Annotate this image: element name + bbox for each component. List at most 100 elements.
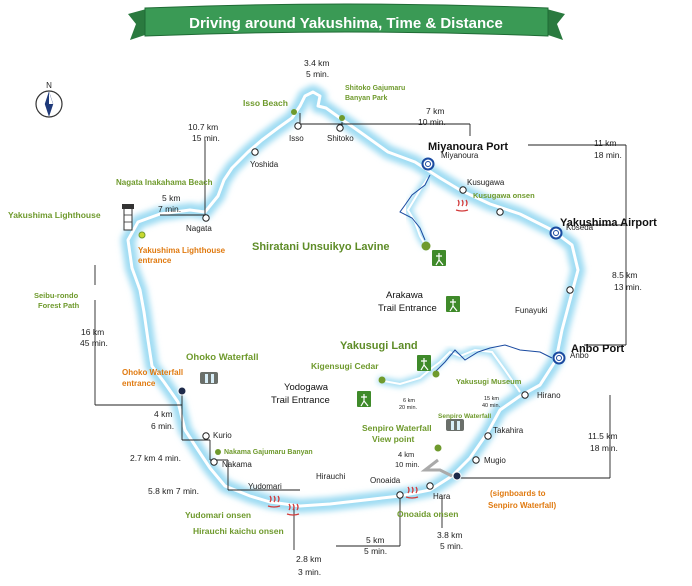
- spot-label: Kigensugi Cedar: [311, 361, 379, 371]
- distance-label: 10.7 km: [188, 122, 218, 132]
- spot-label: Yakusugi Museum: [456, 377, 522, 386]
- hiker-figures: [360, 253, 458, 407]
- distance-label: 5 km: [162, 193, 180, 203]
- spot-label: entrance: [138, 256, 172, 265]
- spot-label: Ohoko Waterfall: [186, 352, 259, 363]
- town-label: Hirauchi: [316, 472, 346, 481]
- spot-label: Shiratani Unsuikyo Lavine: [252, 241, 390, 253]
- distance-label: 40 min.: [482, 403, 501, 409]
- distance-label: 4 km: [398, 450, 414, 459]
- spot-label: Ohoko Waterfall: [122, 368, 183, 377]
- spot-label: View point: [372, 434, 415, 444]
- spot-label: Yodogawa: [284, 382, 329, 393]
- distance-label: 11.5 km: [588, 431, 618, 441]
- lighthouse-icon: [122, 204, 134, 231]
- distance-label: 3.4 km: [304, 58, 330, 68]
- distance-label: 3 min.: [298, 567, 321, 577]
- river-anbo: [434, 344, 553, 373]
- port-markers: [177, 157, 566, 481]
- town-label: Anbo: [570, 351, 589, 360]
- distance-label: 3.8 km: [437, 530, 463, 540]
- spot-label: Forest Path: [38, 301, 80, 310]
- distance-label: 2.8 km: [296, 554, 322, 564]
- spot-label: (signboards to: [490, 489, 546, 498]
- spot-label: Trail Entrance: [271, 395, 330, 406]
- town-label: Yudomari: [248, 482, 282, 491]
- distance-label: 45 min.: [80, 338, 108, 348]
- distance-label: 4 km: [154, 409, 172, 419]
- distance-label: 15 min.: [192, 133, 220, 143]
- spot-label: Yudomari onsen: [185, 510, 251, 520]
- town-label: Isso: [289, 134, 304, 143]
- spot-label: Banyan Park: [345, 95, 388, 102]
- spot-label: Senpiro Waterfall: [438, 413, 491, 420]
- spot-label: Nagata Inakahama Beach: [116, 178, 213, 187]
- spot-dots: [215, 109, 442, 455]
- port-label-airport: Yakushima Airport: [560, 217, 657, 229]
- town-label: Shitoko: [327, 134, 354, 143]
- spot-label: Yakusugi Land: [340, 340, 418, 352]
- port-label-miyanoura: Miyanoura Port: [428, 141, 508, 153]
- spot-label: entrance: [122, 379, 156, 388]
- onsen-icon: [405, 486, 419, 499]
- town-markers: [202, 122, 574, 499]
- onsen-icon: [267, 495, 281, 508]
- distance-label: 2.7 km 4 min.: [130, 453, 181, 463]
- distance-label: 15 km: [484, 396, 499, 402]
- distance-connectors: [94, 113, 627, 550]
- map-title: Driving around Yakushima, Time & Distanc…: [189, 15, 503, 32]
- distance-label: 11 km: [594, 138, 617, 148]
- spot-label: Arakawa: [386, 290, 424, 301]
- compass-north-label: N: [46, 81, 52, 90]
- spot-label: Senpiro Waterfall): [488, 501, 556, 510]
- river-shiratani: [399, 174, 431, 241]
- spot-label: Trail Entrance: [378, 303, 437, 314]
- town-label: Kurio: [213, 431, 232, 440]
- town-label: Hirano: [537, 391, 561, 400]
- distance-label: 5.8 km 7 min.: [148, 486, 199, 496]
- distance-label: 5 km: [366, 535, 384, 545]
- distance-label: 8.5 km: [612, 270, 638, 280]
- spot-label: Shitoko Gajumaru: [345, 85, 405, 92]
- distance-label: 20 min.: [399, 405, 418, 411]
- onsen-icon: [455, 199, 469, 212]
- coastal-road: [126, 90, 580, 508]
- spot-label: Yakushima Lighthouse: [8, 210, 101, 220]
- distance-label: 5 min.: [440, 541, 463, 551]
- town-label: Nakama: [222, 460, 252, 469]
- distance-label: 13 min.: [614, 282, 642, 292]
- town-label: Onoaida: [370, 476, 401, 485]
- town-label: Nagata: [186, 224, 212, 233]
- distance-label: 18 min.: [594, 150, 622, 160]
- port-label-anbo: Anbo Port: [571, 343, 624, 355]
- distance-label: 5 min.: [306, 69, 329, 79]
- spot-label: Isso Beach: [243, 98, 288, 108]
- shiratani-road: [403, 176, 431, 248]
- spot-label: Seibu-rondo: [34, 291, 79, 300]
- spot-label: Kusugawa onsen: [473, 191, 535, 200]
- title-banner: Driving around Yakushima, Time & Distanc…: [128, 3, 565, 40]
- spot-label: Hirauchi kaichu onsen: [193, 526, 284, 536]
- onsen-icon: [286, 503, 300, 516]
- distance-label: 10 min.: [395, 460, 420, 469]
- town-label: Hara: [433, 492, 451, 501]
- town-label: Yoshida: [250, 160, 279, 169]
- distance-label: 6 min.: [151, 421, 174, 431]
- distance-label: 7 min.: [158, 204, 181, 214]
- waterfall-icon: [446, 419, 464, 431]
- town-label: Funayuki: [515, 306, 548, 315]
- waterfall-icon: [200, 372, 218, 384]
- distance-label: 16 km: [81, 327, 104, 337]
- spot-label: Onoaida onsen: [397, 509, 458, 519]
- distance-label: 7 km: [426, 106, 444, 116]
- spot-label: Nakama Gajumaru Banyan: [224, 449, 313, 456]
- town-label: Koseda: [566, 223, 594, 232]
- distance-label: 6 km: [403, 398, 415, 404]
- spot-label: Yakushima Lighthouse: [138, 246, 226, 255]
- lighthouse-entrance-dot: [138, 231, 146, 239]
- compass-icon: N: [35, 81, 63, 118]
- town-label: Mugio: [484, 456, 506, 465]
- town-label: Miyanoura: [441, 151, 479, 160]
- senpiro-road: [420, 458, 453, 478]
